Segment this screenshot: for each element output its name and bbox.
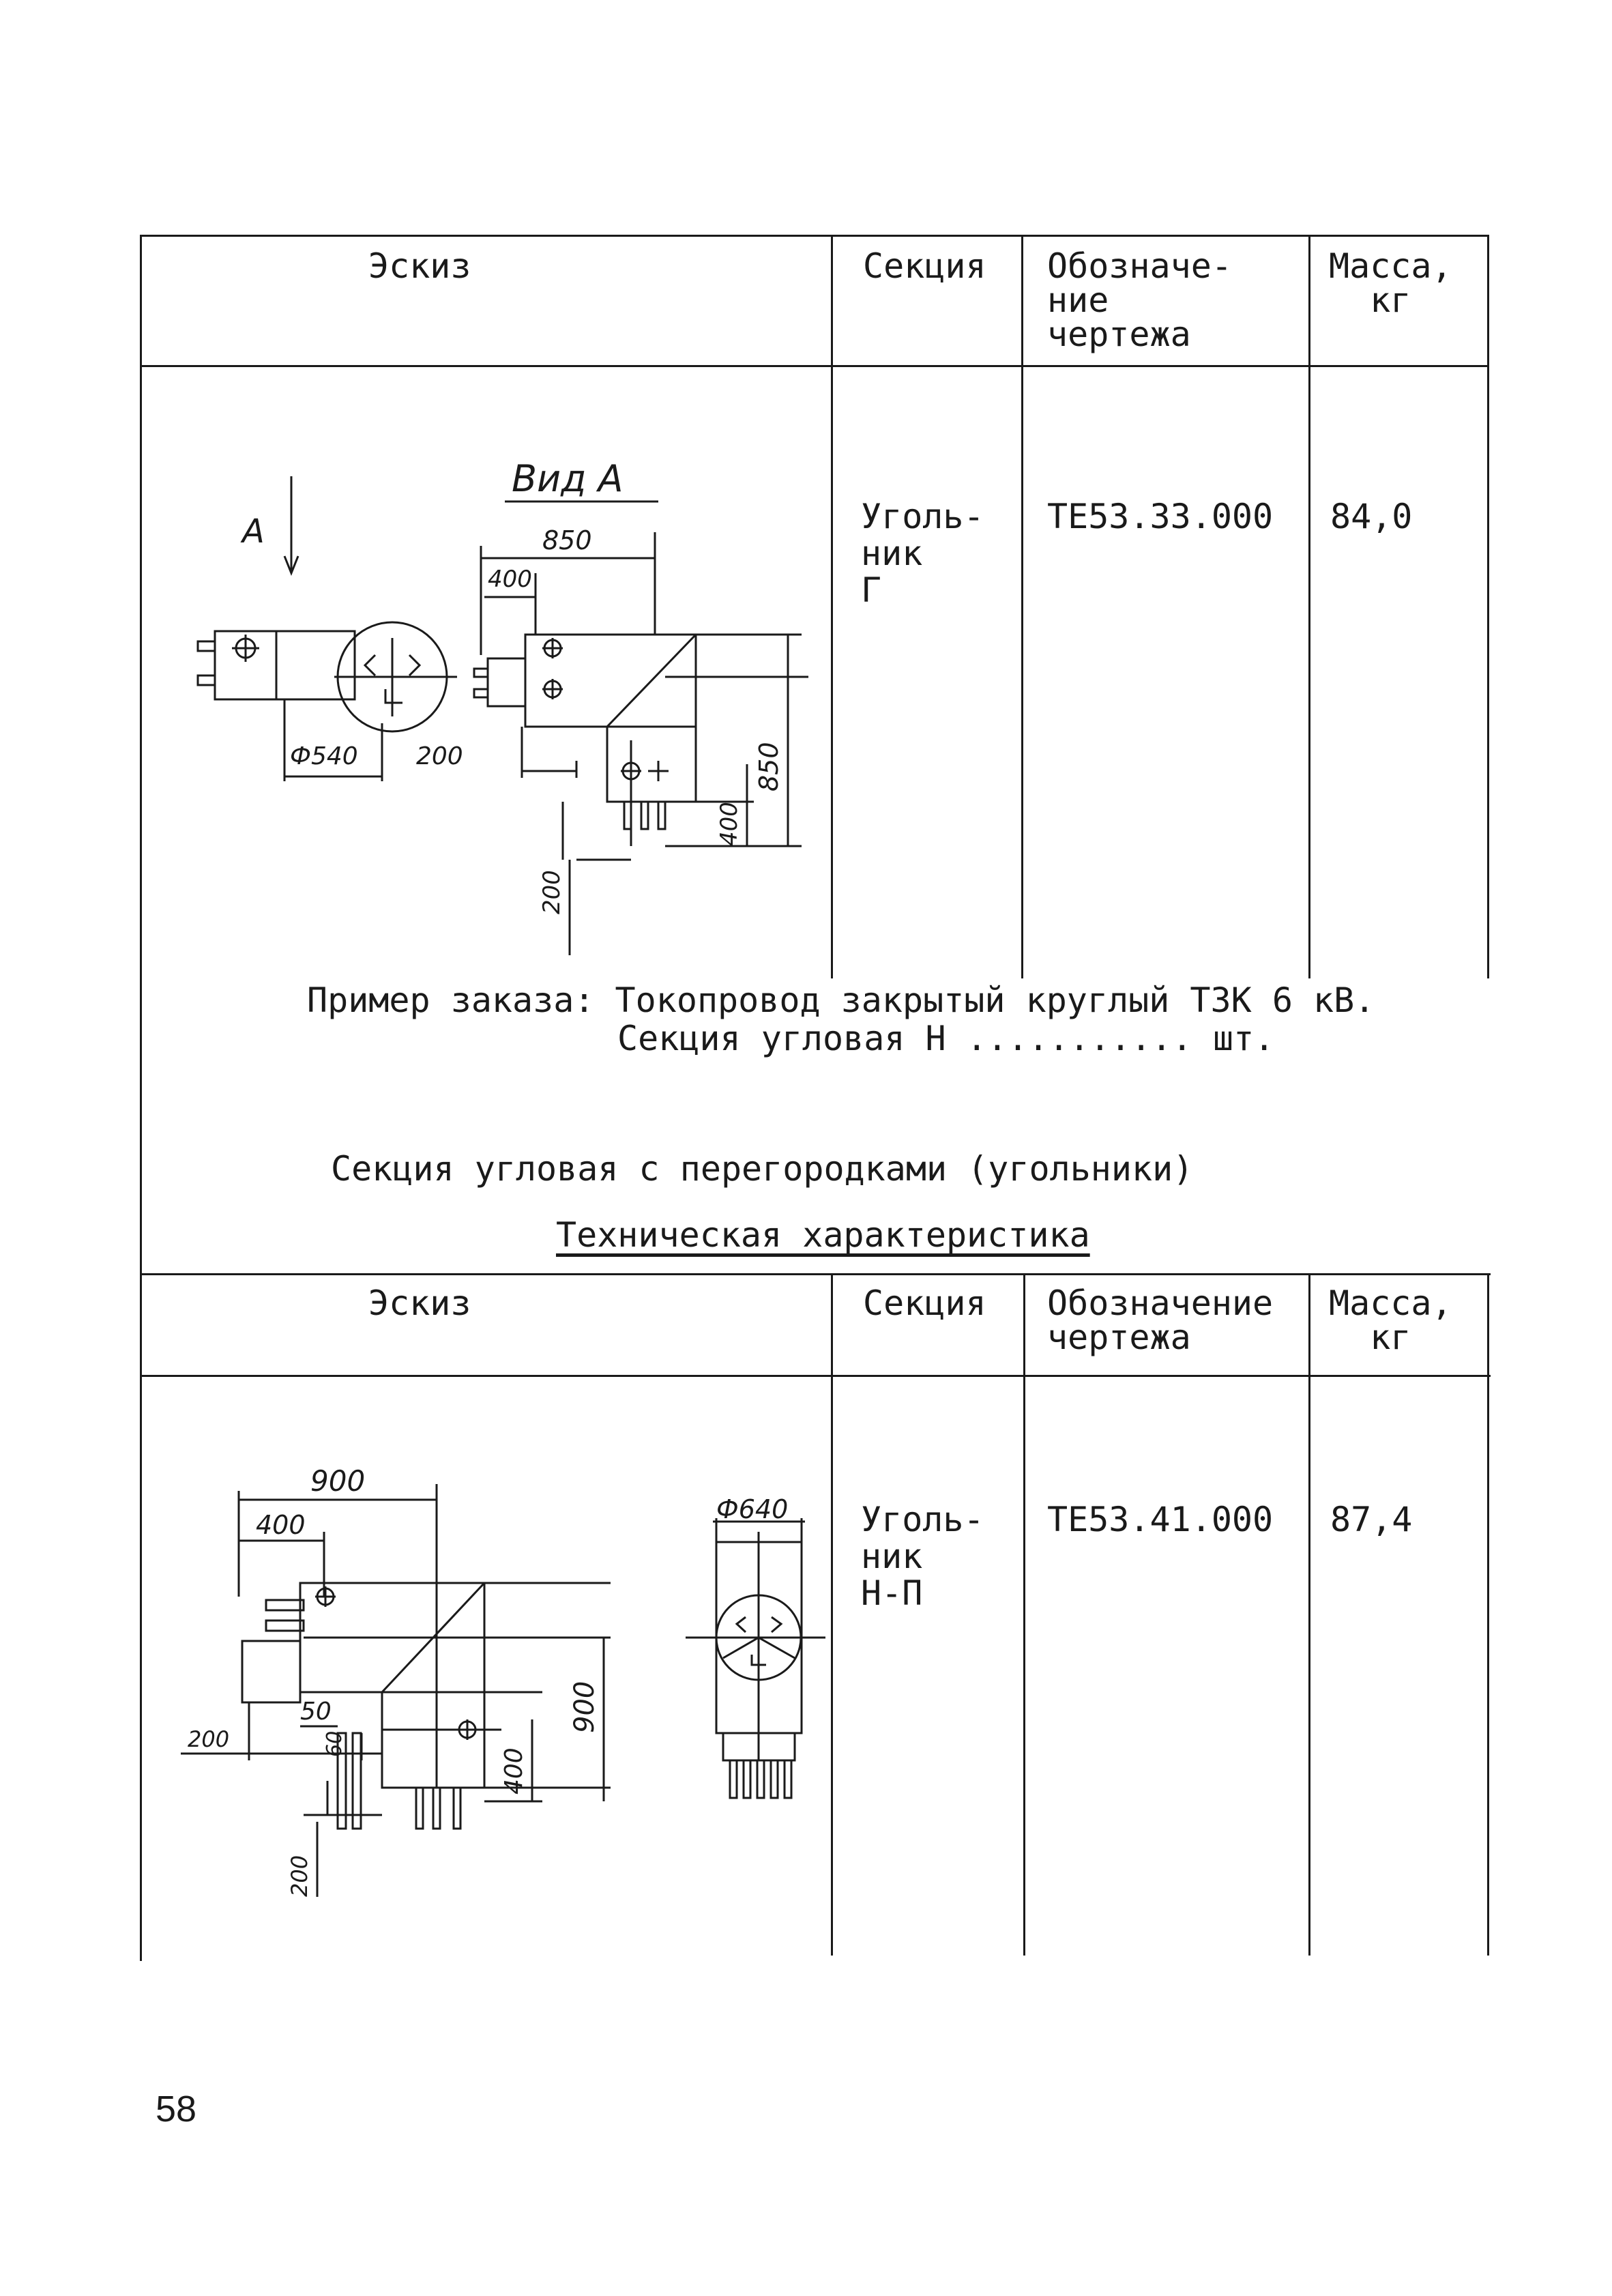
t1-dim-200-bottom: 200 [538, 870, 566, 914]
t1-top-border [140, 235, 1489, 237]
t1-dim-200-left: 200 [416, 742, 463, 770]
t1-view-label: Вид A [512, 457, 624, 500]
t2-header-section: Секция [863, 1283, 986, 1323]
t2-sketch-drawing: 900 400 50 60 200 [181, 1464, 825, 1897]
t2-dim-200-left: 200 [188, 1726, 229, 1752]
t2-col-divider-3 [1308, 1273, 1310, 1956]
t1-dim-850-vert: 850 [754, 742, 784, 791]
t2-header-sketch: Эскиз [368, 1283, 471, 1323]
t2-dim-640: Ф640 [716, 1494, 788, 1524]
t2-dim-400-top: 400 [256, 1510, 306, 1540]
t2-header-drawing: Обозначение чертежа [1047, 1283, 1274, 1357]
t2-dim-50: 50 [300, 1698, 332, 1726]
t2-row-mass: 87,4 [1330, 1500, 1413, 1539]
t1-dim-850-top: 850 [542, 525, 592, 555]
t2-dim-200-bottom: 200 [287, 1855, 312, 1897]
t2-row-drawing: ТЕ53.41.000 [1047, 1500, 1274, 1539]
t2-dim-900-vert: 900 [569, 1681, 600, 1733]
tech-title: Техническая характеристика [556, 1215, 1090, 1255]
t1-header-section: Секция [863, 246, 986, 286]
t1-dim-400-top: 400 [488, 566, 532, 593]
t2-dim-900-top: 900 [310, 1464, 365, 1498]
page-number: 58 [156, 2089, 197, 2130]
t2-header-mass: Масса, кг [1329, 1283, 1452, 1357]
t1-header-drawing: Обозначе- ние чертежа [1047, 246, 1232, 354]
t1-col-divider-3 [1308, 235, 1310, 978]
order-example-line-1: Пример заказа: Токопровод закрытый кругл… [307, 980, 1375, 1020]
t1-header-sketch: Эскиз [368, 246, 471, 286]
section-title: Секция угловая с перегородками (угольник… [331, 1149, 1194, 1189]
t2-header-divider [140, 1375, 1491, 1377]
t2-col-divider-1 [831, 1273, 833, 1956]
t2-right-border [1487, 1273, 1489, 1956]
t1-sketch-drawing: A Ф540 Вид A 850 400 [196, 457, 808, 955]
order-example-line-2: Секция угловая Н ........... шт. [617, 1019, 1275, 1058]
t1-row-section: Уголь- ник Г [861, 497, 984, 610]
t1-header-mass: Масса, кг [1329, 246, 1452, 320]
t1-row-drawing: ТЕ53.33.000 [1047, 497, 1274, 536]
t1-dim-400-vert: 400 [716, 802, 743, 846]
t1-row-mass: 84,0 [1330, 497, 1413, 536]
t1-header-divider [140, 365, 1489, 367]
t1-col-divider-1 [831, 235, 833, 978]
t1-right-border [1487, 235, 1489, 978]
t1-left-border [140, 235, 142, 1163]
t2-col-divider-2 [1023, 1273, 1025, 1956]
t1-dim-540: Ф540 [290, 742, 358, 770]
t2-left-border [140, 1163, 142, 1961]
t2-top-border [140, 1273, 1491, 1275]
t1-col-divider-2 [1021, 235, 1023, 978]
t2-row-section: Уголь- ник Н-П [861, 1500, 984, 1613]
t1-view-arrow-label: A [240, 512, 265, 551]
t2-dim-400-vert: 400 [500, 1747, 528, 1794]
